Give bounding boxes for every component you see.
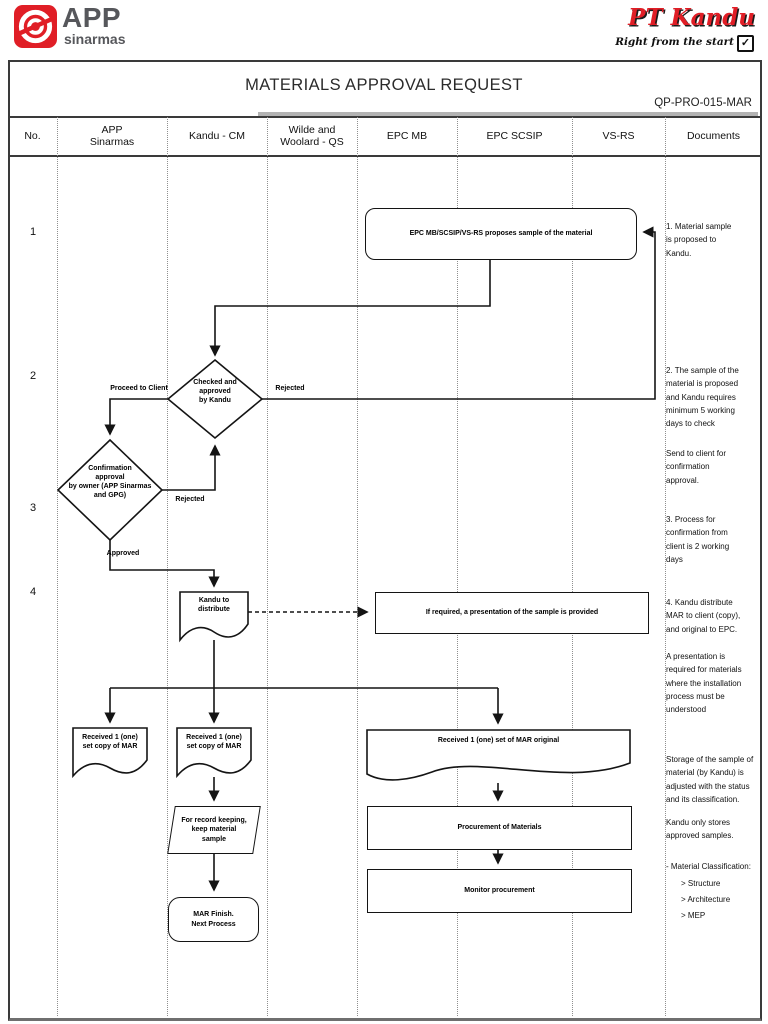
note-architecture: > Architecture [681, 895, 731, 904]
column-separator [357, 117, 358, 1016]
col-header-kandu: Kandu - CM [188, 130, 246, 142]
decision-checked-approved-label: Checked and approved by Kandu [193, 379, 237, 405]
io-record-keeping-label: For record keeping, keep material sample [181, 817, 247, 843]
note-kandu-distribute: 4. Kandu distribute MAR to client (copy)… [666, 598, 741, 634]
col-header-vs-rs: VS-RS [602, 130, 635, 142]
row-number-2: 2 [29, 370, 37, 382]
row-number-3: 3 [29, 502, 37, 514]
document-received-copy-app-label: Received 1 (one) set copy of MAR [82, 734, 138, 751]
column-separator [267, 117, 268, 1016]
note-presentation: A presentation is required for materials… [666, 652, 742, 715]
checkbox-icon: ✓ [737, 35, 754, 52]
note-send-to-client: Send to client for confirmation approval… [666, 449, 727, 485]
col-header-app: APP Sinarmas [89, 124, 135, 148]
kandu-tagline: Right from the start [615, 36, 734, 48]
pt-kandu-logo-text: PT Kandu [628, 4, 755, 31]
col-header-epc-mb: EPC MB [386, 130, 428, 142]
page-title: MATERIALS APPROVAL REQUEST [245, 76, 523, 94]
process-box-procurement: Procurement of Materials [367, 806, 632, 850]
decision-confirmation-approval-label: Confirmation approval by owner (APP Sina… [68, 465, 152, 500]
column-separator [57, 117, 58, 1016]
note-structure: > Structure [681, 879, 721, 888]
divider-shadow [258, 112, 758, 116]
col-header-epc-scsip: EPC SCSIP [486, 130, 543, 142]
note-storage: Storage of the sample of material (by Ka… [666, 755, 754, 804]
title-divider [8, 116, 760, 118]
document-code: QP-PRO-015-MAR [654, 97, 752, 109]
process-box-presentation: If required, a presentation of the sampl… [375, 592, 649, 634]
note-classification: - Material Classification: [666, 862, 751, 871]
note-approved-samples: Kandu only stores approved samples. [666, 818, 734, 841]
process-box-monitor: Monitor procurement [367, 869, 632, 913]
note-sample-proposed: 2. The sample of the material is propose… [666, 366, 739, 429]
app-logo-subtext: sinarmas [64, 31, 126, 47]
column-separator [457, 117, 458, 1016]
row-number-4: 4 [29, 586, 37, 598]
col-header-wilde: Wilde and Woolard - QS [280, 124, 344, 148]
column-separator [167, 117, 168, 1016]
edge-label-rejected-top: Rejected [275, 385, 305, 392]
col-header-no: No. [24, 130, 41, 142]
sheet-border [8, 60, 762, 1021]
process-box-propose-sample: EPC MB/SCSIP/VS-RS proposes sample of th… [365, 208, 637, 260]
io-record-keeping-shape: For record keeping, keep material sample [167, 806, 261, 854]
terminator-mar-finish: MAR Finish. Next Process [168, 897, 259, 942]
document-received-copy-kandu-label: Received 1 (one) set copy of MAR [186, 734, 242, 751]
note-mep: > MEP [681, 911, 706, 920]
row-number-1: 1 [29, 226, 37, 238]
header-divider [8, 155, 760, 157]
edge-label-approved: Approved [106, 550, 140, 557]
edge-label-rejected-mid: Rejected [175, 496, 205, 503]
col-header-documents: Documents [686, 130, 741, 142]
document-kandu-to-distribute-label: Kandu to distribute [198, 597, 230, 614]
column-separator [572, 117, 573, 1016]
edge-label-proceed-to-client: Proceed to Client [110, 385, 168, 392]
note-confirmation-process: 3. Process for confirmation from client … [666, 515, 730, 564]
document-received-original-label: Received 1 (one) set of MAR original [437, 737, 560, 744]
note-material-sample: 1. Material sample is proposed to Kandu. [666, 222, 732, 258]
app-logo-text: APP [62, 2, 122, 33]
column-separator [665, 117, 666, 1016]
app-sinarmas-logo-icon [13, 5, 58, 48]
